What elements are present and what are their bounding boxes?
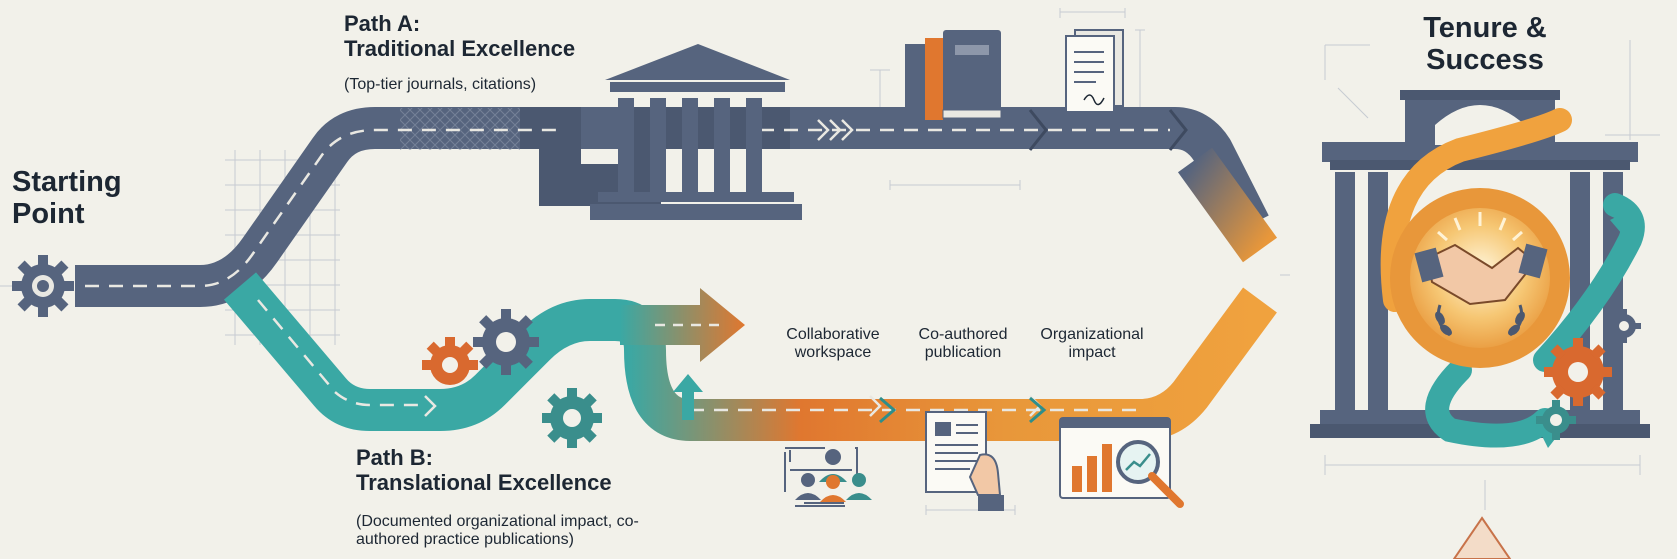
goal-gears-icon	[1536, 309, 1641, 440]
team-collaboration-icon	[784, 447, 872, 507]
university-building-icon	[590, 44, 802, 220]
analytics-magnifier-icon	[1059, 417, 1184, 508]
pyramid-icon	[1452, 516, 1512, 559]
stage-label-organizational-impact: Organizational impact	[1040, 326, 1144, 361]
signed-document-icon	[1065, 29, 1124, 113]
handshake-laurel-icon	[1390, 188, 1570, 368]
goal-label: Tenure & Success	[1423, 12, 1547, 77]
swirl-ribbons	[1380, 108, 1645, 448]
path-b-subtitle: (Documented organizational impact, co-au…	[356, 513, 639, 548]
path-b-title: Path B: Translational Excellence	[356, 445, 612, 495]
start-label: Starting Point	[12, 166, 122, 231]
document-hand-icon	[925, 411, 1004, 511]
gear-cluster-icon	[422, 309, 602, 448]
path-a-road	[75, 107, 1278, 307]
stage-label-collaborative-workspace: Collaborative workspace	[786, 326, 880, 361]
path-a-subtitle: (Top-tier journals, citations)	[344, 76, 537, 93]
start-gear-icon	[12, 255, 74, 317]
path-b-road	[223, 272, 1277, 441]
path-a-title: Path A: Traditional Excellence	[344, 11, 576, 61]
tenure-temple-icon	[1310, 90, 1650, 438]
books-icon	[905, 30, 1002, 120]
stage-label-co-authored-publication: Co-authored publication	[918, 326, 1008, 361]
